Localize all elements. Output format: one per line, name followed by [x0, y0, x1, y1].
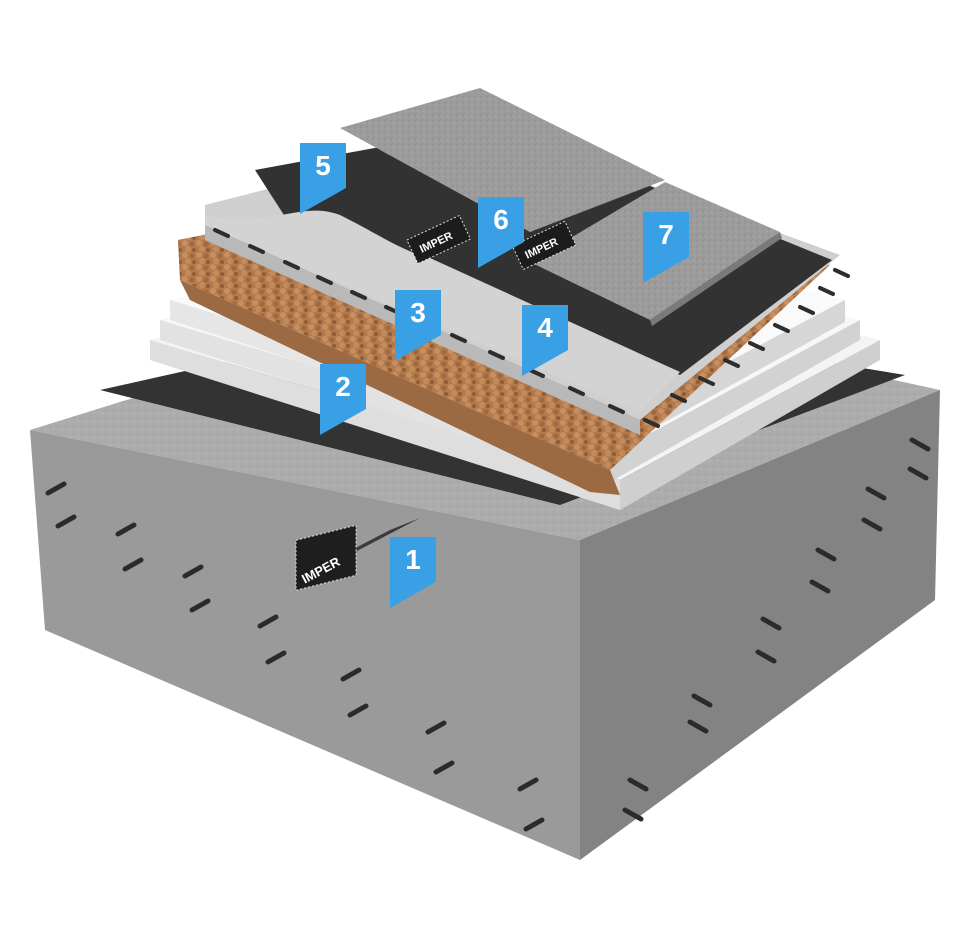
paver-edge — [650, 232, 782, 326]
layer-marker-4: 4 — [522, 305, 568, 376]
imper-seam-label-3: IMPER — [511, 220, 577, 271]
layer-marker-flag — [478, 197, 524, 268]
layer-marker-number: 4 — [537, 312, 553, 343]
slab-side-face — [580, 390, 940, 860]
layer-marker-flag — [395, 290, 441, 361]
upper-rebars — [213, 228, 850, 428]
layer-marker-flag — [643, 212, 689, 283]
layer-marker-5: 5 — [300, 143, 346, 214]
layer-marker-2: 2 — [320, 364, 366, 435]
slab-front-face — [30, 430, 580, 860]
layer-marker-flag — [522, 305, 568, 376]
layer-marker-number: 3 — [410, 297, 426, 328]
layer-marker-number: 7 — [658, 219, 674, 250]
paver-left — [340, 88, 665, 232]
slab-rebars — [45, 437, 931, 832]
layer-marker-3: 3 — [395, 290, 441, 361]
layer-marker-flag — [320, 364, 366, 435]
layer-marker-6: 6 — [478, 197, 524, 268]
layer-marker-number: 5 — [315, 150, 331, 181]
layer-marker-flag — [390, 537, 436, 608]
layer-marker-7: 7 — [643, 212, 689, 283]
layer-marker-number: 2 — [335, 371, 351, 402]
layer-marker-1: 1 — [390, 537, 436, 608]
layer-marker-flag — [300, 143, 346, 214]
screed-wave — [205, 210, 680, 412]
layer-marker-number: 1 — [405, 544, 421, 575]
layer-marker-number: 6 — [493, 204, 509, 235]
